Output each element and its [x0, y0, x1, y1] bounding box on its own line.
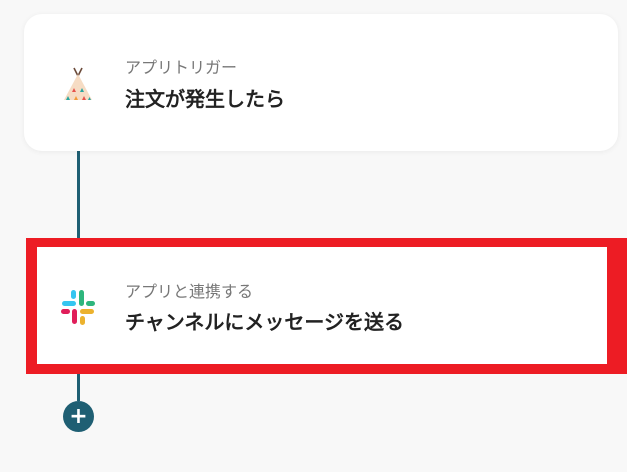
step-title: 注文が発生したら: [125, 87, 285, 111]
step-title: チャンネルにメッセージを送る: [125, 310, 404, 334]
step-app-label: アプリと連携する: [125, 282, 254, 301]
flow-connector-line: [77, 151, 80, 238]
add-step-button[interactable]: +: [63, 401, 94, 432]
step-app-label: アプリトリガー: [125, 58, 238, 77]
slack-icon: [58, 287, 98, 327]
flow-step-trigger-card[interactable]: アプリトリガー 注文が発生したら: [24, 14, 618, 151]
flow-step-action-card[interactable]: アプリと連携する チャンネルにメッセージを送る: [37, 247, 607, 364]
flow-connector-line: [77, 374, 80, 401]
tipi-tent-icon: [58, 64, 98, 104]
